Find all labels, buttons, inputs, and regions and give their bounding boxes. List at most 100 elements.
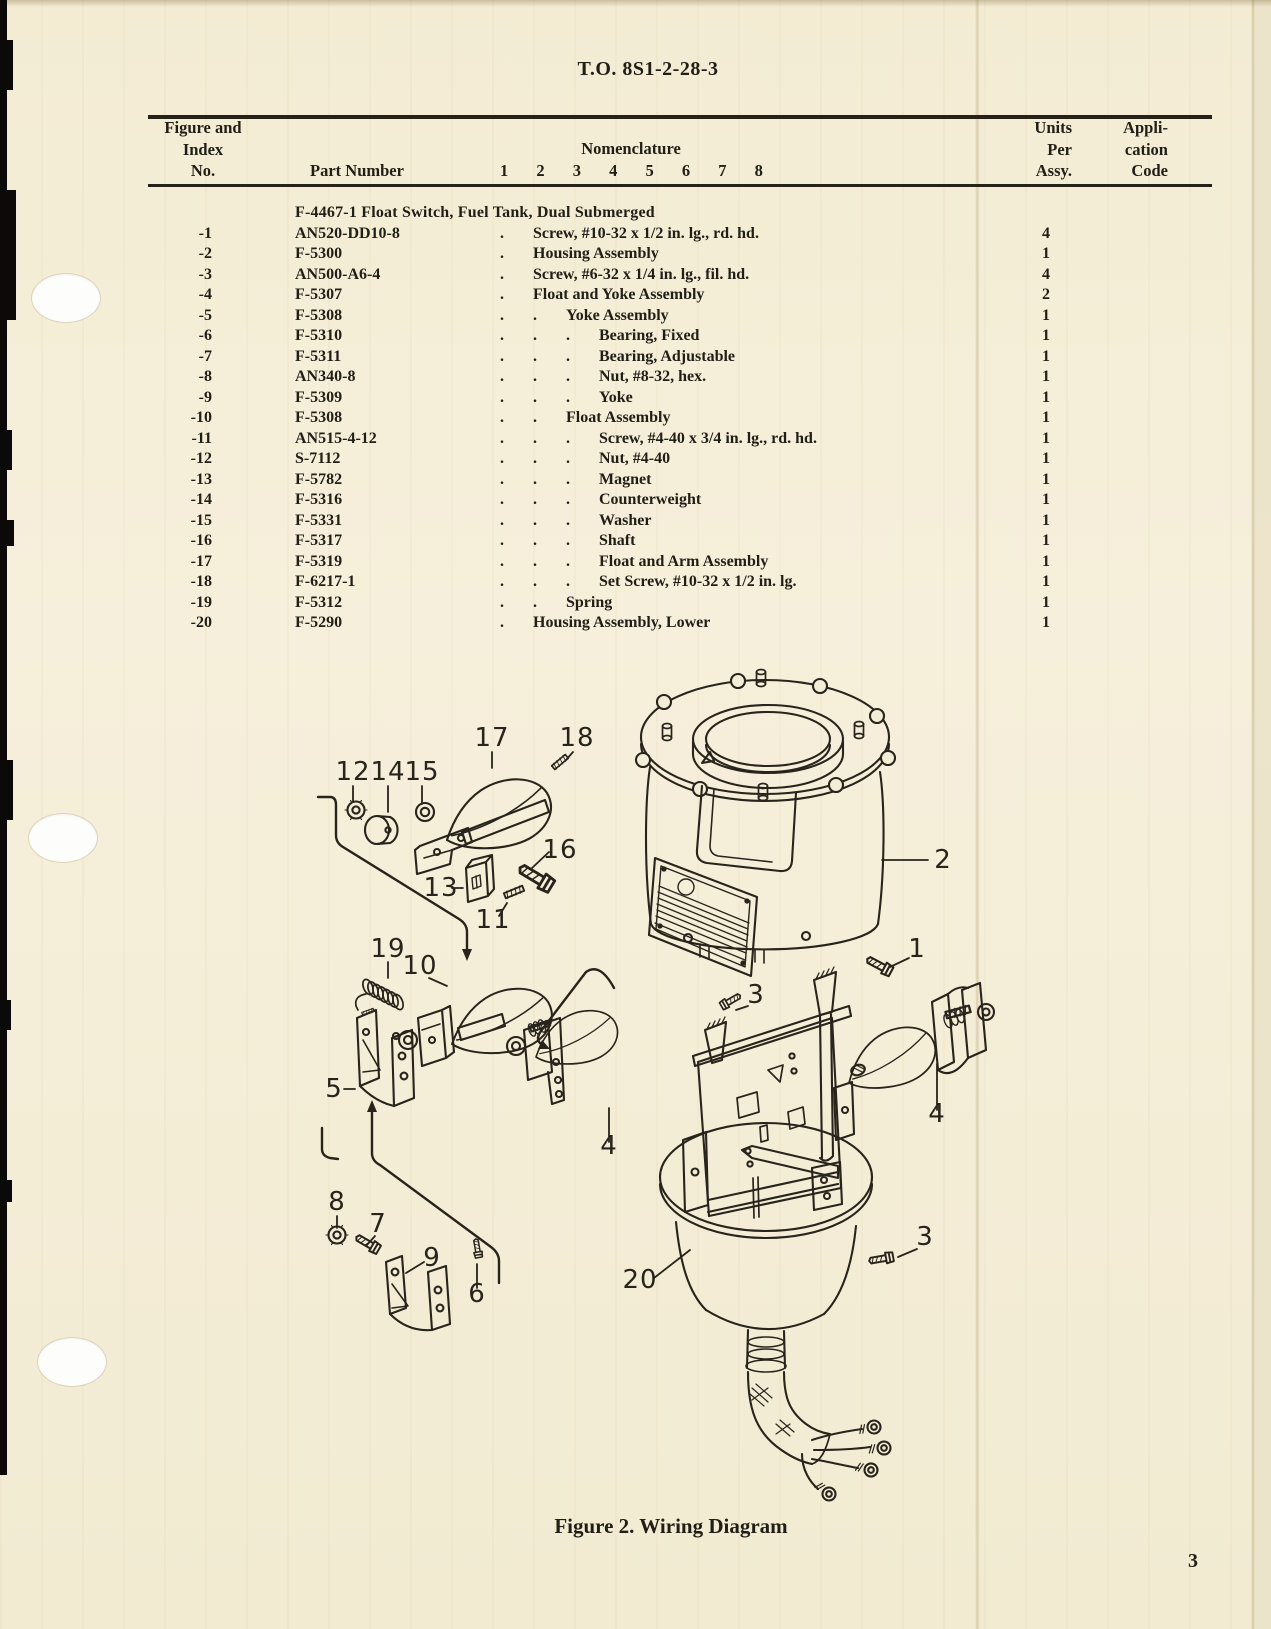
float-and-yoke-4-right-drawing xyxy=(841,981,996,1094)
row-index: -13 xyxy=(190,470,212,488)
row-index: -20 xyxy=(190,614,212,631)
callout-14: 14 xyxy=(370,757,405,787)
callout-19: 19 xyxy=(370,934,405,964)
cable-and-wires-drawing xyxy=(746,1370,892,1505)
screw-1-drawing xyxy=(863,952,895,979)
nomenclature-text: Washer xyxy=(599,511,652,529)
part-number: F-5331 xyxy=(295,511,343,529)
assembly-title: F-4467-1 Float Switch, Fuel Tank, Dual S… xyxy=(295,204,655,221)
nomenclature: ...Magnet xyxy=(500,470,652,488)
column-header-figure-index: Figure and Index No. xyxy=(164,118,242,180)
units-per-assy: 1 xyxy=(1042,429,1050,447)
indent-level-numbers: 1 2 3 4 5 6 7 8 xyxy=(500,161,763,180)
to-number-title: T.O. 8S1-2-28-3 xyxy=(577,58,719,80)
nomenclature: ...Nut, #8-32, hex. xyxy=(500,368,707,385)
part-number: F-5307 xyxy=(295,286,343,303)
row-index: -3 xyxy=(198,265,212,283)
row-index: -16 xyxy=(190,532,212,549)
nomenclature: ...Washer xyxy=(500,511,652,529)
nomenclature-text: Bearing, Fixed xyxy=(599,327,700,344)
nomenclature-text: Set Screw, #10-32 x 1/2 in. lg. xyxy=(599,573,797,590)
units-per-assy: 1 xyxy=(1042,388,1050,406)
nomenclature-text: Housing Assembly xyxy=(533,245,659,262)
nomenclature-text: Screw, #6-32 x 1/4 in. lg., fil. hd. xyxy=(533,265,750,283)
units-per-assy: 2 xyxy=(1042,286,1050,303)
callout-6: 6 xyxy=(468,1279,486,1309)
units-per-assy: 4 xyxy=(1042,265,1050,283)
nomenclature: ...Float and Arm Assembly xyxy=(500,552,769,570)
row-index: -11 xyxy=(191,429,212,447)
yoke-9-drawing xyxy=(384,1254,452,1332)
part-number: AN520-DD10-8 xyxy=(295,224,400,242)
callout-20: 20 xyxy=(622,1265,657,1295)
callout-9: 9 xyxy=(423,1243,441,1273)
row-index: -19 xyxy=(190,593,212,611)
lower-housing-drawing xyxy=(658,1121,874,1373)
part-number: F-5309 xyxy=(295,388,343,406)
table-row: -4 F-5307 .Float and Yoke Assembly 2 xyxy=(148,285,1212,306)
callout-16: 16 xyxy=(542,835,577,865)
units-per-assy: 1 xyxy=(1042,327,1050,344)
screw-3-upper-drawing xyxy=(718,990,744,1012)
nomenclature: .Screw, #10-32 x 1/2 in. lg., rd. hd. xyxy=(500,224,759,242)
part-number: F-5311 xyxy=(295,347,342,365)
callout-15: 15 xyxy=(404,757,439,787)
nomenclature: .Housing Assembly, Lower xyxy=(500,614,711,631)
callout-10: 10 xyxy=(402,951,437,981)
spring-19-drawing xyxy=(354,978,404,1011)
row-index: -17 xyxy=(190,552,212,570)
nomenclature-text: Counterweight xyxy=(599,491,702,508)
row-index: -7 xyxy=(198,347,212,365)
nomenclature: ...Shaft xyxy=(500,532,636,549)
nomenclature-text: Float and Arm Assembly xyxy=(599,552,769,570)
yoke-assembly-5-drawing xyxy=(355,1007,416,1108)
units-per-assy: 1 xyxy=(1042,511,1050,529)
upper-housing-drawing xyxy=(634,668,897,978)
figure-caption: Figure 2. Wiring Diagram xyxy=(554,1514,788,1538)
units-per-assy: 1 xyxy=(1042,450,1050,467)
units-per-assy: 1 xyxy=(1042,245,1050,262)
nomenclature-text: Nut, #4-40 xyxy=(599,450,671,467)
nomenclature-text: Shaft xyxy=(599,532,636,549)
nomenclature: ...Set Screw, #10-32 x 1/2 in. lg. xyxy=(500,573,797,590)
part-number: F-5312 xyxy=(295,593,343,611)
table-header-rule xyxy=(148,184,1212,187)
nomenclature-text: Float Assembly xyxy=(566,409,671,426)
nomenclature: .Housing Assembly xyxy=(500,245,659,262)
callout-1: 1 xyxy=(908,934,926,964)
row-index: -1 xyxy=(198,224,212,242)
column-header-part-number: Part Number xyxy=(310,161,404,180)
part-number: F-5782 xyxy=(295,470,343,488)
nomenclature-text: Spring xyxy=(566,593,613,611)
units-per-assy: 1 xyxy=(1042,573,1050,590)
table-row: -1 AN520-DD10-8 .Screw, #10-32 x 1/2 in. l… xyxy=(148,224,1212,245)
nomenclature-text: Screw, #4-40 x 3/4 in. lg., rd. hd. xyxy=(599,429,817,447)
flow-line xyxy=(316,795,472,961)
part-number: F-5316 xyxy=(295,491,343,508)
units-per-assy: 1 xyxy=(1042,306,1050,324)
row-index: -4 xyxy=(198,286,212,303)
nomenclature: ..Spring xyxy=(500,593,613,611)
callout-4-right: 4 xyxy=(928,1099,946,1129)
nomenclature: ...Bearing, Adjustable xyxy=(500,347,736,365)
switch-bracket-assembly-drawing xyxy=(681,966,856,1219)
scan-edge xyxy=(0,0,7,1475)
nomenclature: .Float and Yoke Assembly xyxy=(500,286,705,303)
screw-11-drawing xyxy=(502,884,526,900)
callout-4-middle: 4 xyxy=(600,1131,618,1161)
part-number: AN340-8 xyxy=(295,368,356,385)
nomenclature-text: Screw, #10-32 x 1/2 in. lg., rd. hd. xyxy=(533,224,759,242)
row-index: -2 xyxy=(198,245,212,262)
units-per-assy: 1 xyxy=(1042,552,1050,570)
